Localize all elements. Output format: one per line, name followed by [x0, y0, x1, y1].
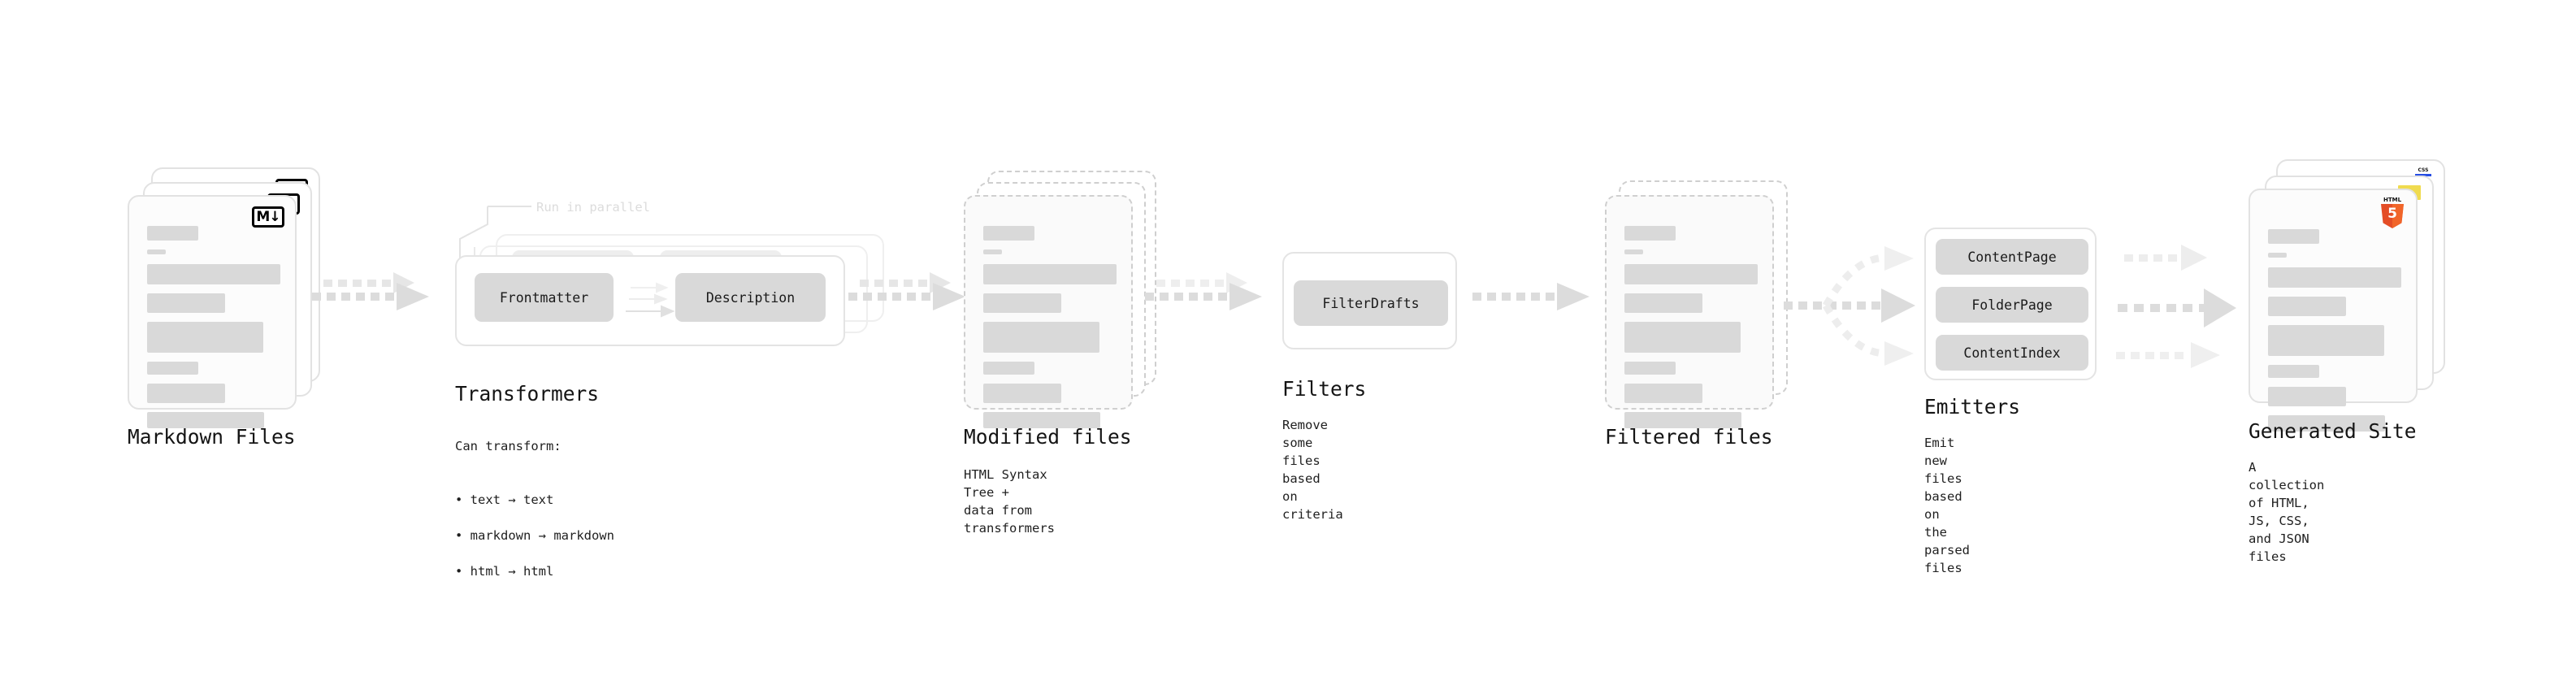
file-bar-block-4	[983, 362, 1034, 375]
file-bar-block-6	[1624, 412, 1741, 428]
emitter-chip-folderpage[interactable]: FolderPage	[1936, 287, 2088, 323]
file-bar-block-5	[1624, 384, 1702, 403]
markdown-file-card-front: M↓	[128, 195, 297, 428]
file-bar-subtitle	[1624, 249, 1643, 254]
file-bar-block-5	[983, 384, 1061, 403]
file-bar-block-3	[1624, 322, 1741, 353]
arrow-transformers-to-modified-files	[848, 272, 965, 310]
file-bar-block-3	[983, 322, 1099, 353]
file-bar-block-3	[2268, 325, 2384, 356]
transformers-subtitle-lead: Can transform:	[455, 439, 562, 453]
file-bar-subtitle	[2268, 253, 2287, 258]
modified-file-card-front	[964, 195, 1133, 428]
filters-box: FilterDrafts	[1282, 252, 1457, 349]
file-bar-block-3	[147, 322, 263, 353]
file-content-bars	[147, 226, 280, 437]
file-content-bars	[983, 226, 1117, 437]
file-bar-block-1	[983, 264, 1117, 284]
generated-file-card-front: HTML 5	[2249, 189, 2418, 432]
html5-badge-icon: HTML 5	[2379, 197, 2406, 229]
file-bar-title	[147, 226, 198, 241]
transformer-chip-description[interactable]: Description	[675, 273, 826, 322]
filtered-file-card-front	[1605, 195, 1774, 428]
file-bar-subtitle	[147, 249, 166, 254]
stage-subtitle-generated-site: A collection of HTML, JS, CSS, and JSON …	[2249, 460, 2325, 564]
run-in-parallel-label: Run in parallel	[536, 200, 650, 215]
stage-title-filters: Filters	[1282, 377, 1367, 401]
list-item: markdown → markdown	[455, 527, 614, 544]
stage-title-transformers: Transformers	[455, 382, 600, 406]
stage-title-filtered-files: Filtered files	[1605, 425, 1773, 449]
file-bar-block-2	[983, 293, 1061, 313]
arrow-emitters-to-generated-site	[2116, 245, 2236, 368]
file-bar-subtitle	[983, 249, 1002, 254]
html5-badge-number: 5	[2387, 206, 2397, 222]
file-bar-block-2	[1624, 293, 1702, 313]
list-item: html → html	[455, 562, 614, 580]
stage-subtitle-emitters: Emit new files based on the parsed files	[1924, 436, 1970, 575]
emitter-chip-contentpage[interactable]: ContentPage	[1936, 239, 2088, 275]
file-bar-block-4	[1624, 362, 1676, 375]
file-bar-title	[2268, 229, 2319, 244]
file-bar-block-4	[147, 362, 198, 375]
transformers-capability-list: text → text markdown → markdown html → h…	[455, 473, 614, 598]
stage-subtitle-transformers: Can transform: text → text markdown → ma…	[455, 419, 614, 616]
filter-chip-filterdrafts[interactable]: FilterDrafts	[1294, 280, 1448, 326]
file-bar-block-4	[2268, 365, 2319, 378]
arrow-filters-to-filtered-files	[1472, 283, 1589, 310]
markdown-badge-icon: M↓	[252, 206, 284, 228]
html5-badge-label: HTML	[2383, 197, 2402, 203]
file-bar-block-2	[2268, 297, 2346, 316]
file-bar-block-5	[2268, 387, 2346, 406]
stage-title-modified-files: Modified files	[964, 425, 1132, 449]
stage-subtitle-filters: Remove some files based on criteria	[1282, 418, 1343, 522]
stage-title-generated-site: Generated Site	[2249, 419, 2417, 443]
arrow-modified-files-to-filters	[1145, 272, 1262, 310]
transformer-chip-frontmatter[interactable]: Frontmatter	[475, 273, 614, 322]
file-bar-title	[1624, 226, 1676, 241]
emitters-box: ContentPage FolderPage ContentIndex	[1924, 228, 2097, 380]
file-bar-block-1	[2268, 267, 2401, 288]
file-content-bars	[1624, 226, 1758, 437]
transformer-inner-arrows	[626, 282, 675, 318]
stage-subtitle-modified-files: HTML Syntax Tree + data from transformer…	[964, 467, 1055, 536]
file-bar-block-5	[147, 384, 225, 403]
emitter-chip-contentindex[interactable]: ContentIndex	[1936, 335, 2088, 371]
file-bar-block-2	[147, 293, 225, 313]
stage-title-markdown-files: Markdown Files	[128, 425, 296, 449]
file-bar-block-6	[983, 412, 1100, 428]
file-bar-block-1	[1624, 264, 1758, 284]
file-content-bars	[2268, 229, 2401, 440]
arrow-filtered-files-fanout	[1784, 246, 1915, 366]
arrow-markdown-to-transformers	[312, 272, 429, 310]
list-item: text → text	[455, 491, 614, 509]
file-bar-block-6	[2268, 415, 2385, 432]
html5-shield-shape: 5	[2381, 204, 2404, 228]
file-bar-block-1	[147, 264, 280, 284]
file-bar-title	[983, 226, 1034, 241]
css-badge-label: CSS	[2418, 167, 2429, 173]
transformer-box-front: Frontmatter Description	[455, 255, 845, 346]
stage-title-emitters: Emitters	[1924, 395, 2021, 419]
css-badge-bar	[2415, 174, 2431, 176]
file-bar-block-6	[147, 412, 264, 428]
